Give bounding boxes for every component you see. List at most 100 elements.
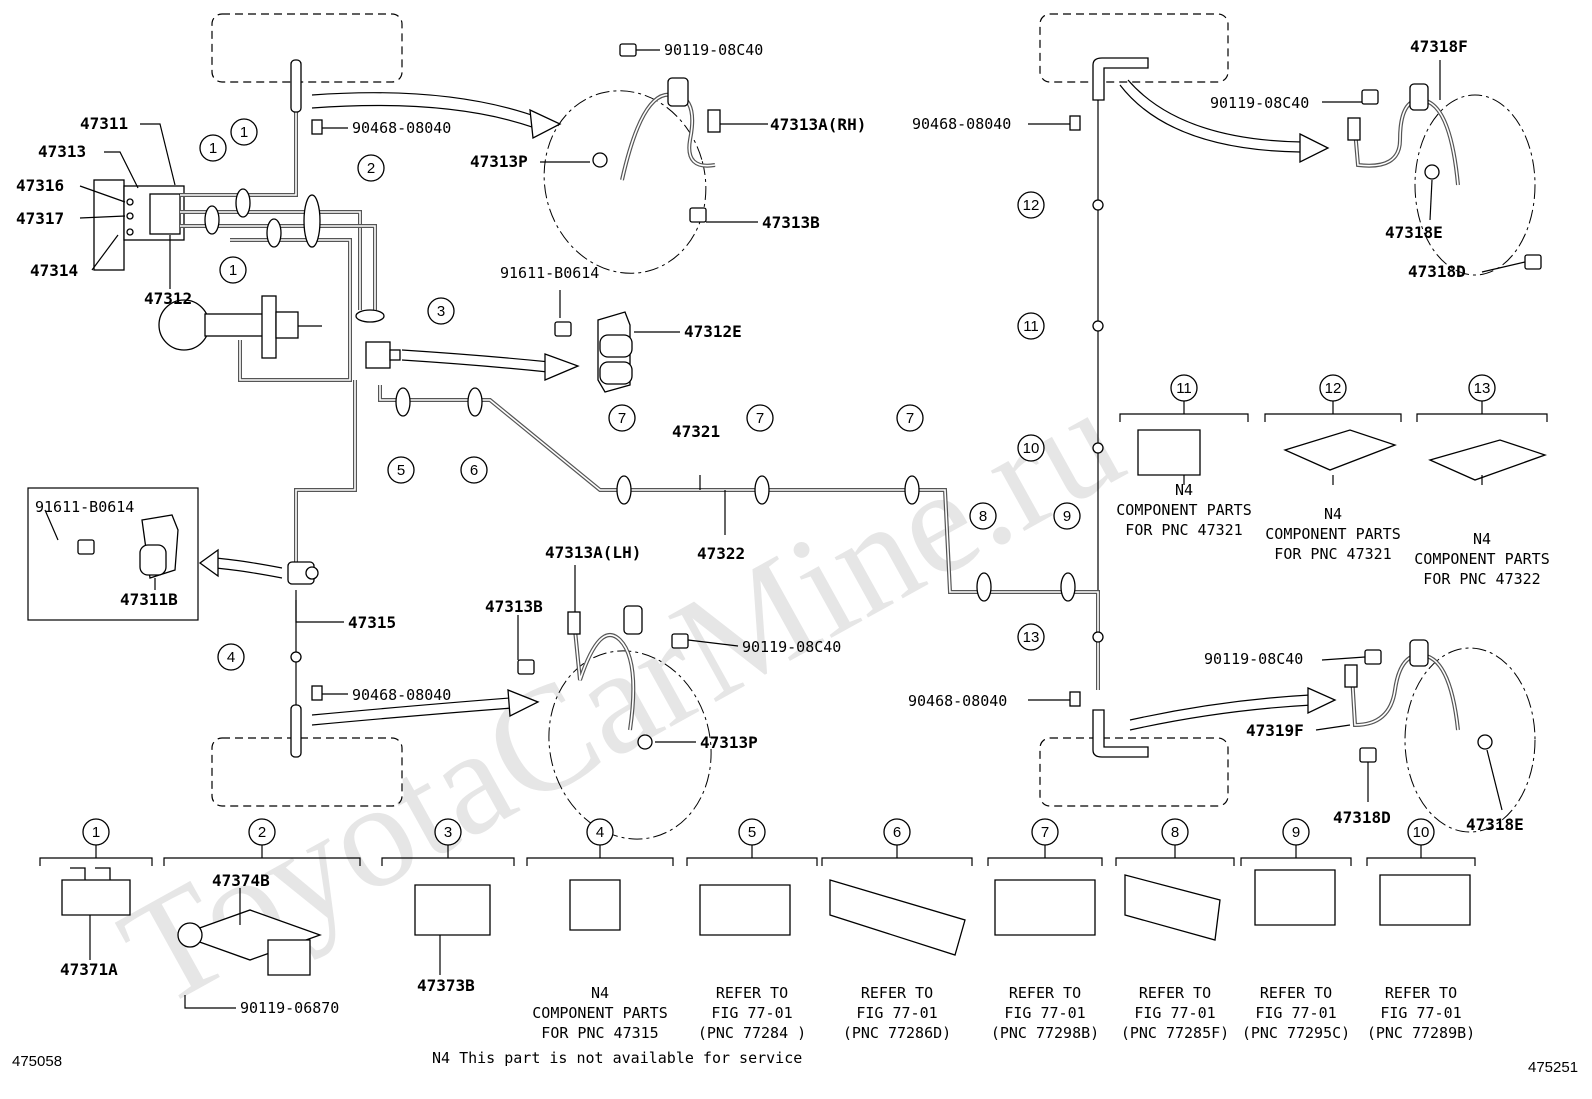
legend-item-8: 8 (1115, 818, 1235, 866)
legend-number: 1 (92, 824, 100, 841)
legend-number: 8 (1171, 824, 1179, 841)
legend-caption-line: (PNC 77289B) (1367, 1024, 1475, 1042)
callout-8: 8 (969, 502, 997, 530)
callout-number: 7 (906, 410, 914, 427)
flexible-hoses (567, 77, 1460, 731)
callout-number: 7 (756, 410, 764, 427)
inset-box-47311B (27, 487, 199, 621)
callout-number: 10 (1023, 440, 1040, 457)
caliper-area-rear-right (1404, 647, 1536, 833)
label-47319F: 47319F (1246, 721, 1304, 740)
legend-item-6: 6 (821, 818, 973, 866)
legend-item-3: 3 (381, 818, 515, 866)
legend-caption-line: (PNC 77295C) (1242, 1024, 1350, 1042)
label-47318D-rear: 47318D (1333, 808, 1391, 827)
label-90119-08C40-rear-left: 90119-08C40 (742, 638, 841, 656)
legend-caption-line: FIG 77-01 (1380, 1004, 1461, 1022)
legend-item-10: 10 (1366, 818, 1476, 866)
label-47371A: 47371A (60, 960, 118, 979)
callout-6: 6 (460, 456, 488, 484)
legend-item-7: 7 (987, 818, 1103, 866)
label-90119-08C40-front-right: 90119-08C40 (1210, 94, 1309, 112)
callout-7: 7 (746, 404, 774, 432)
legend-caption-line: REFER TO (1260, 984, 1332, 1002)
label-47313A-LH: 47313A(LH) (545, 543, 641, 562)
caliper-area-front-right (1414, 94, 1536, 276)
callout-number: 11 (1023, 318, 1039, 335)
legend-number: 13 (1474, 380, 1491, 397)
legend-caption-line: REFER TO (1009, 984, 1081, 1002)
callout-number: 1 (229, 262, 237, 279)
label-47313: 47313 (38, 142, 86, 161)
legend-caption-line: FOR PNC 47321 (1125, 521, 1242, 539)
legend-number: 12 (1325, 380, 1342, 397)
pipe-clamps (204, 188, 1104, 663)
callout-12: 12 (1017, 191, 1045, 219)
legend-number: 2 (258, 824, 266, 841)
label-47322: 47322 (697, 544, 745, 563)
callout-number: 12 (1023, 197, 1040, 214)
legend-caption-line: FIG 77-01 (856, 1004, 937, 1022)
legend-caption-line: FIG 77-01 (1004, 1004, 1085, 1022)
callout-4: 4 (217, 643, 245, 671)
callout-number: 6 (470, 462, 478, 479)
callout-13: 13 (1017, 623, 1045, 651)
legend-caption-line: (PNC 77298B) (991, 1024, 1099, 1042)
page-id-left: 475058 (12, 1053, 62, 1070)
legend-number: 9 (1292, 824, 1300, 841)
caliper-area-rear-left (548, 650, 712, 840)
rear-left-wheel-area (211, 737, 403, 807)
callout-number: 7 (618, 410, 626, 427)
legend-item-5: 5 (686, 818, 818, 866)
label-47311: 47311 (80, 114, 128, 133)
label-90119-08C40-front-left: 90119-08C40 (664, 41, 763, 59)
legend-caption-line: FIG 77-01 (711, 1004, 792, 1022)
legend-caption-line: FOR PNC 47321 (1274, 545, 1391, 563)
label-90119-08C40-rear-right: 90119-08C40 (1204, 650, 1303, 668)
legend-caption-line: REFER TO (861, 984, 933, 1002)
legend-number: 6 (893, 824, 901, 841)
legend-item-13: 13 (1416, 374, 1548, 485)
legend-item-2: 2 (163, 818, 361, 866)
legend-caption-line: COMPONENT PARTS (532, 1004, 667, 1022)
callout-3: 3 (427, 297, 455, 325)
legend-number: 7 (1041, 824, 1049, 841)
label-91611-B0614-center: 91611-B0614 (500, 264, 599, 282)
bolts-washers (77, 43, 1542, 763)
label-47318D-front: 47318D (1408, 262, 1466, 281)
label-47317: 47317 (16, 209, 64, 228)
part-labels: 47311 47313 47316 47317 47314 47312 9011… (16, 37, 1524, 1017)
callout-1: 1 (199, 134, 227, 162)
label-47316: 47316 (16, 176, 64, 195)
label-91611-B0614-inset: 91611-B0614 (35, 498, 134, 516)
callout-10: 10 (1017, 434, 1045, 462)
callout-number: 9 (1063, 508, 1071, 525)
legend-item-12: 12 (1264, 374, 1402, 485)
legend-caption-line: N4 (1473, 530, 1491, 548)
clamp-47312E (597, 311, 633, 393)
label-47315: 47315 (348, 613, 396, 632)
front-left-wheel-area (211, 13, 403, 83)
legend-item-9: 9 (1240, 818, 1352, 866)
legend-number: 11 (1176, 380, 1192, 397)
legend-number: 10 (1413, 824, 1430, 841)
legend-caption-line: (PNC 77285F) (1121, 1024, 1229, 1042)
legend-item-11: 11 (1119, 374, 1249, 485)
legend-caption-line: N4 (591, 984, 609, 1002)
legend-caption-line: FOR PNC 47322 (1423, 570, 1540, 588)
legend-item-1: 1 (39, 818, 153, 866)
label-47312: 47312 (144, 289, 192, 308)
master-cylinder (93, 179, 322, 359)
label-47312E: 47312E (684, 322, 742, 341)
label-90468-08040-rear-right: 90468-08040 (908, 692, 1007, 710)
legend-caption-line: N4 (1324, 505, 1342, 523)
legend-caption-line: N4 (1175, 481, 1193, 499)
callout-number: 8 (979, 508, 987, 525)
legend-caption-line: REFER TO (716, 984, 788, 1002)
legend-caption-line: COMPONENT PARTS (1414, 550, 1549, 568)
callout-number: 1 (240, 124, 248, 141)
page-id-right: 475251 (1528, 1059, 1578, 1076)
callout-number: 1 (209, 140, 217, 157)
callout-7: 7 (608, 404, 636, 432)
